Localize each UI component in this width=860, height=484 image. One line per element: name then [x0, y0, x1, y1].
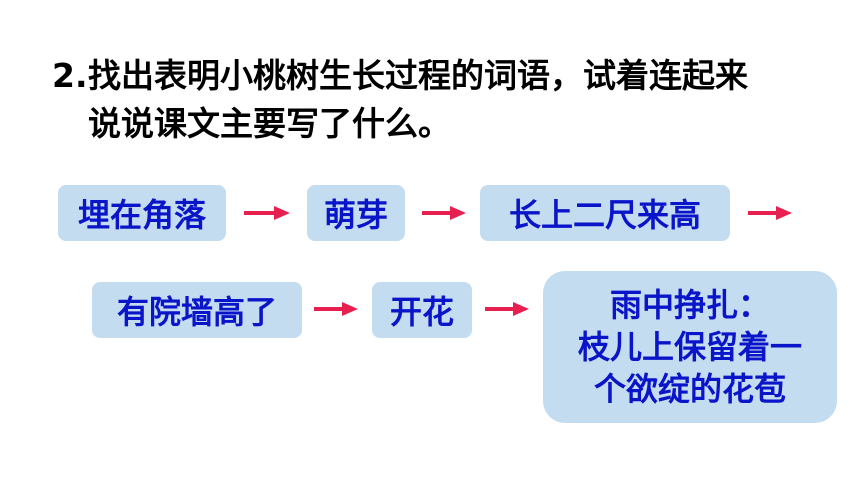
flow-step-sprout-label: 萌芽: [323, 196, 388, 234]
flow-step-struggle-line-3: 个欲绽的花苞: [593, 370, 786, 408]
question-line-1-text: 找出表明小桃树生长过程的词语，试着连起来: [88, 56, 748, 95]
flow-step-bloom: 开花: [372, 282, 472, 338]
flow-step-struggle-line-1: 雨中挣扎：: [609, 286, 770, 324]
flow-step-bury-label: 埋在角落: [77, 196, 206, 234]
flow-step-wall-high-label: 有院墙高了: [116, 293, 277, 331]
question-line-1: 2.找出表明小桃树生长过程的词语，试着连起来: [52, 52, 748, 100]
arrow-right-icon: [422, 206, 466, 220]
arrow-right-icon: [485, 302, 529, 316]
arrow-right-icon: [244, 206, 290, 220]
question-number: 2.: [52, 56, 88, 95]
arrow-right-icon: [748, 206, 792, 220]
flow-step-grow-label: 长上二尺来高: [508, 196, 701, 234]
flow-step-grow: 长上二尺来高: [480, 185, 730, 241]
flow-step-struggle-line-2: 枝儿上保留着一: [577, 328, 802, 366]
flow-step-struggle: 雨中挣扎： 枝儿上保留着一 个欲绽的花苞: [543, 271, 837, 423]
arrow-right-icon: [314, 302, 358, 316]
question-line-2: 说说课文主要写了什么。: [88, 104, 451, 143]
flow-step-wall-high: 有院墙高了: [92, 282, 302, 338]
flow-step-sprout: 萌芽: [307, 185, 405, 241]
flow-step-bury: 埋在角落: [58, 185, 226, 241]
question-text: 2.找出表明小桃树生长过程的词语，试着连起来 说说课文主要写了什么。: [52, 52, 748, 148]
flow-step-bloom-label: 开花: [389, 293, 454, 331]
